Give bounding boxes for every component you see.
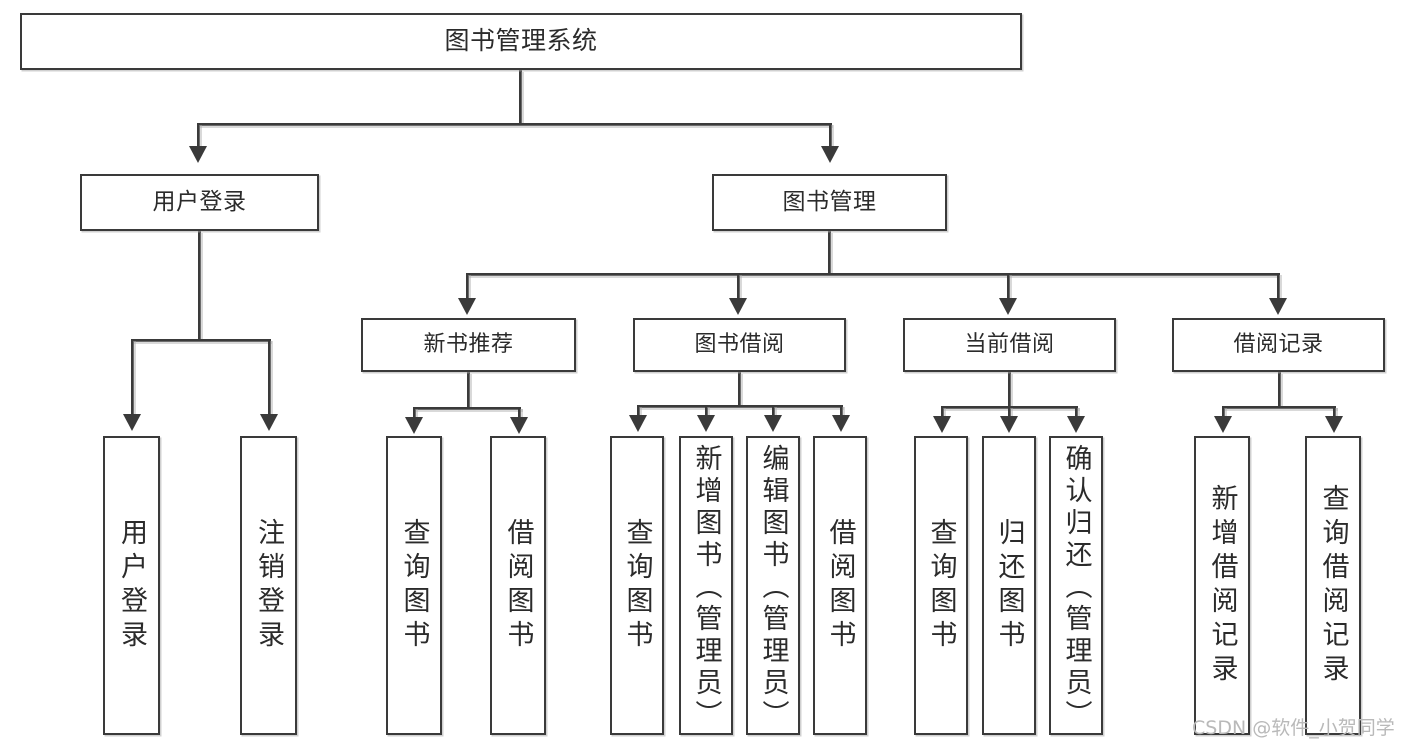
connector-stub-borrow-record — [1277, 273, 1282, 302]
leaf-add-borrow-record[interactable]: 新增借阅记录 — [1194, 436, 1250, 735]
connector-user-login-bus — [131, 339, 272, 344]
arrowhead-add-record — [1214, 416, 1232, 433]
arrowhead-borrow-book-2 — [832, 415, 850, 432]
arrowhead-borrow-record — [1269, 298, 1287, 315]
leaf-return-book[interactable]: 归还图书 — [982, 436, 1036, 735]
node-label: 新书推荐 — [423, 332, 514, 358]
connector-stub-current-borrow — [1007, 273, 1012, 302]
leaf-confirm-return-admin[interactable]: 确认归还（管理员） — [1049, 436, 1103, 735]
arrowhead-book-borrow — [729, 298, 747, 315]
connector-stub-query-record — [1333, 406, 1338, 420]
connector-book-manage-bus — [466, 273, 1280, 278]
arrowhead-query-book-2 — [629, 415, 647, 432]
connector-user-login-drop — [198, 231, 203, 341]
arrowhead-query-record — [1325, 416, 1343, 433]
node-label: 图书管理系统 — [444, 26, 598, 56]
connector-borrow-record-drop — [1278, 372, 1283, 408]
node-book-borrow[interactable]: 图书借阅 — [633, 318, 846, 372]
arrowhead-edit-book — [764, 415, 782, 432]
leaf-query-book-recommend[interactable]: 查询图书 — [386, 436, 442, 735]
node-label: 用户登录 — [152, 189, 247, 216]
node-label: 查询图书 — [925, 517, 957, 654]
arrowhead-current-borrow — [999, 298, 1017, 315]
connector-book-borrow-drop — [738, 372, 743, 407]
connector-current-borrow-drop — [1008, 372, 1013, 408]
node-label: 注销登录 — [253, 517, 284, 654]
connector-stub-confirm-return — [1075, 406, 1080, 420]
connector-stub-query-book-2 — [637, 405, 642, 419]
arrowhead-query-book-1 — [405, 417, 423, 434]
connector-root-drop — [519, 70, 524, 125]
leaf-query-borrow-record[interactable]: 查询借阅记录 — [1305, 436, 1361, 735]
arrowhead-borrow-book-1 — [510, 417, 528, 434]
node-label: 查询图书 — [621, 517, 653, 654]
node-borrow-record[interactable]: 借阅记录 — [1172, 318, 1385, 372]
leaf-query-book-current[interactable]: 查询图书 — [914, 436, 968, 735]
node-label: 借阅图书 — [824, 517, 856, 654]
node-label: 图书借阅 — [694, 332, 785, 358]
node-label: 确认归还（管理员） — [1060, 444, 1092, 732]
arrowhead-book-manage — [821, 146, 839, 163]
node-label: 用户登录 — [116, 517, 147, 654]
connector-borrow-record-bus — [1222, 406, 1338, 411]
connector-stub-borrow-book-1 — [518, 407, 523, 421]
connector-new-book-rec-drop — [467, 372, 472, 409]
connector-stub-book-borrow — [737, 273, 742, 302]
connector-stub-query-book-1 — [413, 407, 418, 421]
arrowhead-user-login — [189, 146, 207, 163]
connector-stub-user-login — [197, 123, 202, 150]
node-label: 查询借阅记录 — [1317, 483, 1349, 688]
arrowhead-leaf-user-login — [123, 414, 141, 431]
node-label: 当前借阅 — [964, 332, 1055, 358]
leaf-edit-book-admin[interactable]: 编辑图书（管理员） — [746, 436, 800, 735]
arrowhead-confirm-return — [1067, 416, 1085, 433]
arrowhead-leaf-logout — [260, 414, 278, 431]
connector-new-book-rec-bus — [413, 407, 523, 412]
arrowhead-return-book — [1000, 416, 1018, 433]
arrowhead-new-book-rec — [458, 298, 476, 315]
connector-book-manage-drop — [828, 231, 833, 275]
leaf-add-book-admin[interactable]: 新增图书（管理员） — [679, 436, 733, 735]
node-label: 新增图书（管理员） — [690, 444, 722, 732]
connector-stub-add-record — [1222, 406, 1227, 420]
node-label: 归还图书 — [993, 517, 1025, 654]
arrowhead-add-book — [697, 415, 715, 432]
node-label: 图书管理 — [782, 189, 877, 216]
connector-stub-borrow-book-2 — [840, 405, 845, 419]
connector-stub-return-book — [1008, 406, 1013, 420]
connector-root-bus — [197, 123, 833, 128]
connector-stub-edit-book — [772, 405, 777, 419]
connector-stub-leaf-logout — [268, 339, 273, 418]
node-user-login[interactable]: 用户登录 — [80, 174, 319, 231]
node-label: 查询图书 — [398, 517, 430, 654]
connector-stub-add-book — [705, 405, 710, 419]
leaf-user-login[interactable]: 用户登录 — [103, 436, 160, 735]
leaf-logout[interactable]: 注销登录 — [240, 436, 297, 735]
node-label: 借阅图书 — [502, 517, 534, 654]
connector-stub-book-manage — [829, 123, 834, 150]
connector-stub-leaf-user-login — [131, 339, 136, 418]
arrowhead-query-book-3 — [933, 416, 951, 433]
node-label: 借阅记录 — [1233, 332, 1324, 358]
leaf-query-book-borrow[interactable]: 查询图书 — [610, 436, 664, 735]
node-current-borrow[interactable]: 当前借阅 — [903, 318, 1116, 372]
leaf-borrow-book-recommend[interactable]: 借阅图书 — [490, 436, 546, 735]
node-label: 编辑图书（管理员） — [757, 444, 789, 732]
csdn-watermark: CSDN @软件_小贺同学 — [1192, 717, 1395, 739]
connector-stub-new-book-rec — [466, 273, 471, 302]
node-new-book-recommend[interactable]: 新书推荐 — [361, 318, 576, 372]
leaf-borrow-book[interactable]: 借阅图书 — [813, 436, 867, 735]
node-label: 新增借阅记录 — [1206, 483, 1238, 688]
node-root-system[interactable]: 图书管理系统 — [20, 13, 1022, 70]
node-book-management[interactable]: 图书管理 — [712, 174, 947, 231]
connector-book-borrow-bus — [637, 405, 844, 410]
connector-stub-query-book-3 — [941, 406, 946, 420]
